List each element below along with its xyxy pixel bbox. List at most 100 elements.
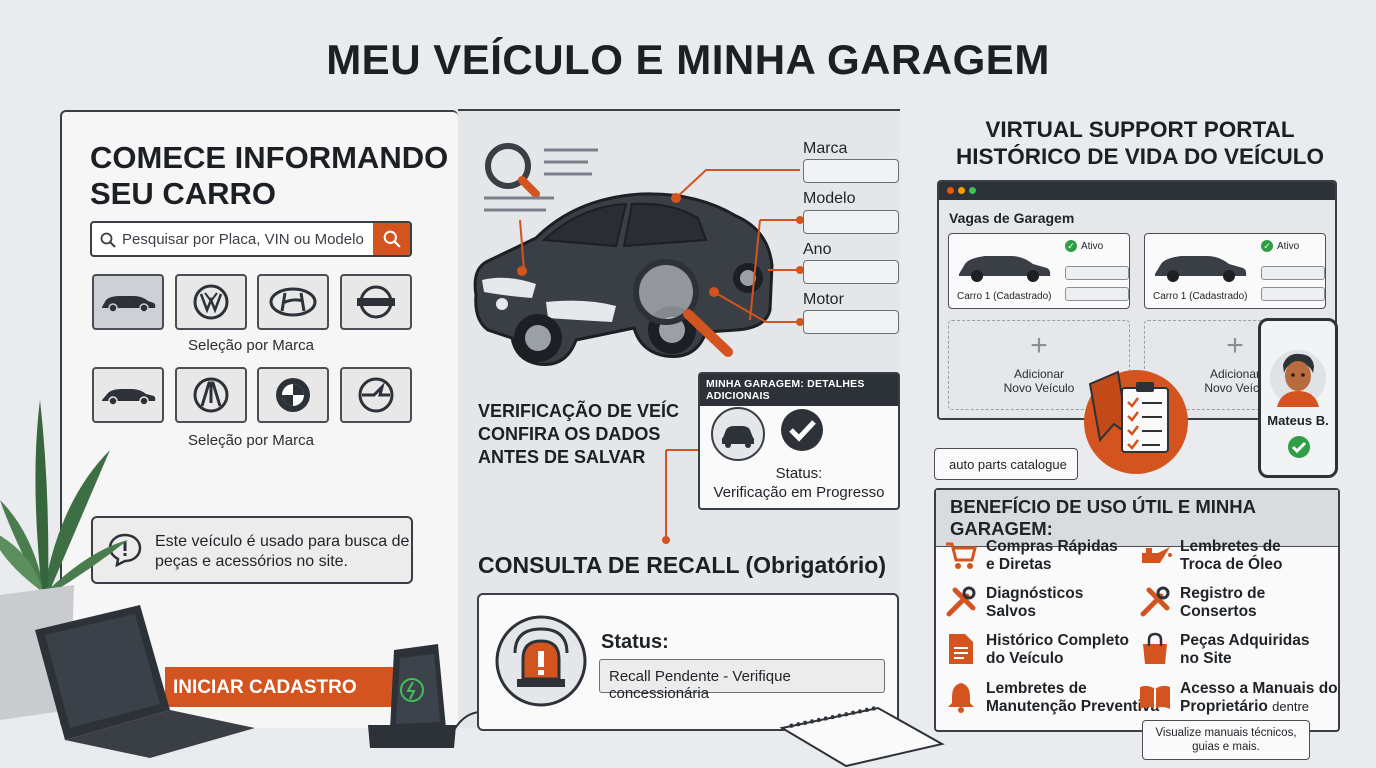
brand-hyundai[interactable] [257, 274, 329, 330]
garage-details-header: MINHA GARAGEM: DETALHES ADICIONAIS [700, 374, 898, 406]
book-icon [1138, 680, 1172, 714]
plus-icon: + [1030, 329, 1048, 362]
brand-nissan[interactable] [340, 274, 412, 330]
brand-bmw[interactable] [257, 367, 329, 423]
bmw-logo-icon [276, 378, 310, 412]
slot-status: ✓Ativo [1065, 240, 1103, 252]
brand-acura[interactable] [175, 367, 247, 423]
recall-status-label: Status: [601, 631, 669, 653]
callout-lines [519, 169, 804, 544]
car-icon [959, 256, 1051, 282]
slot-field [1261, 266, 1325, 280]
verification-heading: VERIFICAÇÃO DE VEÍC CONFIRA OS DADOS ANT… [478, 401, 680, 467]
recall-heading: CONSULTA DE RECALL (Obrigatório) [478, 552, 887, 578]
motor-field[interactable] [803, 310, 899, 334]
alert-bubble-icon [108, 533, 142, 568]
modelo-field[interactable] [803, 210, 899, 234]
slot-name: Carro 1 (Cadastrado) [957, 291, 1052, 302]
bell-icon [944, 680, 978, 714]
plus-icon: + [1226, 329, 1244, 362]
search-icon [383, 230, 401, 248]
add-vehicle-slot-1[interactable]: + Adicionar Novo Veículo [948, 320, 1130, 410]
field-label-modelo: Modelo [803, 190, 856, 207]
notepad-decoration [779, 706, 945, 768]
divider [458, 109, 900, 111]
alarm-light-icon [495, 615, 587, 707]
volkswagen-logo-icon [193, 284, 229, 320]
car-circle-icon [711, 407, 765, 461]
check-icon: ✓ [1065, 240, 1077, 252]
slot-field [1065, 287, 1129, 301]
nissan-logo-icon [357, 285, 395, 319]
laptop-decoration [35, 605, 255, 758]
search-button[interactable] [373, 223, 410, 255]
window-close-dot[interactable] [947, 187, 954, 194]
benefits-heading: BENEFÍCIO DE USO ÚTIL E MINHA GARAGEM: [936, 490, 1338, 547]
search-icon [100, 232, 116, 253]
page-title: MEU VEÍCULO E MINHA GARAGEM [326, 36, 1050, 83]
hyundai-logo-icon [269, 287, 317, 317]
tools-icon [944, 585, 978, 619]
garage-title: Vagas de Garagem [949, 210, 1075, 226]
acura-logo-icon [193, 377, 229, 413]
slot-status: ✓Ativo [1261, 240, 1299, 252]
recall-status-value: Recall Pendente - Verifique concessionár… [599, 659, 885, 702]
document-icon [944, 632, 978, 666]
shopping-bag-icon [1138, 632, 1172, 666]
garage-slot-2[interactable]: ✓Ativo Carro 1 (Cadastrado) [1144, 233, 1326, 309]
manuals-tooltip: Visualize manuais técnicos, guias e mais… [1142, 720, 1310, 760]
recall-card: Status: Recall Pendente - Verifique conc… [477, 593, 899, 731]
check-circle-icon [1288, 436, 1310, 458]
window-maximize-dot[interactable] [969, 187, 976, 194]
window-titlebar [939, 182, 1335, 200]
support-portal-heading: VIRTUAL SUPPORT PORTAL HISTÓRICO DE VIDA… [956, 117, 1324, 169]
garage-slot-1[interactable]: ✓Ativo Carro 1 (Cadastrado) [948, 233, 1130, 309]
search-document-icon [484, 143, 598, 212]
benefits-card: BENEFÍCIO DE USO ÚTIL E MINHA GARAGEM: C… [934, 488, 1340, 732]
add-vehicle-slot-2[interactable]: + Adicionar Novo Veícu [1144, 320, 1326, 410]
tools-icon [1138, 585, 1172, 619]
brand-generic-car[interactable] [92, 274, 164, 330]
search-placeholder: Pesquisar por Placa, VIN ou Modelo [122, 231, 364, 248]
vehicle-illustration [473, 192, 774, 366]
verification-status: Status: Verificação em Progresso [713, 465, 885, 501]
vehicle-search-input[interactable]: Pesquisar por Placa, VIN ou Modelo [90, 221, 412, 257]
plant-decoration [0, 400, 128, 720]
garage-details-card: MINHA GARAGEM: DETALHES ADICIONAIS Statu… [698, 372, 900, 510]
usage-info-text: Este veículo é usado para busca de peças… [155, 533, 410, 570]
brand-volkswagen[interactable] [175, 274, 247, 330]
slot-field [1261, 287, 1325, 301]
avatar [1270, 350, 1326, 407]
profile-name: Mateus B. [1267, 413, 1329, 428]
field-label-marca: Marca [803, 140, 848, 157]
brand-caption: Seleção por Marca [188, 432, 314, 449]
car-icon [1155, 256, 1247, 282]
start-registration-button[interactable]: INICIAR CADASTRO [165, 667, 393, 707]
marca-field[interactable] [803, 159, 899, 183]
brand-opel[interactable] [340, 367, 412, 423]
cart-icon [944, 538, 978, 572]
window-minimize-dot[interactable] [958, 187, 965, 194]
parts-catalogue-bubble[interactable]: auto parts catalogue [934, 448, 1078, 480]
check-circle-icon [781, 409, 823, 451]
wireless-charger-decoration [368, 644, 486, 748]
check-icon: ✓ [1261, 240, 1273, 252]
field-label-motor: Motor [803, 291, 844, 308]
ano-field[interactable] [803, 260, 899, 284]
brand-caption: Seleção por Marca [188, 337, 314, 354]
profile-phone[interactable]: Mateus B. [1258, 318, 1338, 478]
slot-field [1065, 266, 1129, 280]
oil-can-icon [1138, 538, 1172, 572]
brand-sedan[interactable] [92, 367, 164, 423]
checklist-badge-icon [1084, 370, 1188, 474]
car-icon [102, 389, 156, 406]
start-heading: COMECE INFORMANDO SEU CARRO [90, 140, 449, 211]
slot-name: Carro 1 (Cadastrado) [1153, 291, 1248, 302]
field-label-ano: Ano [803, 241, 832, 258]
